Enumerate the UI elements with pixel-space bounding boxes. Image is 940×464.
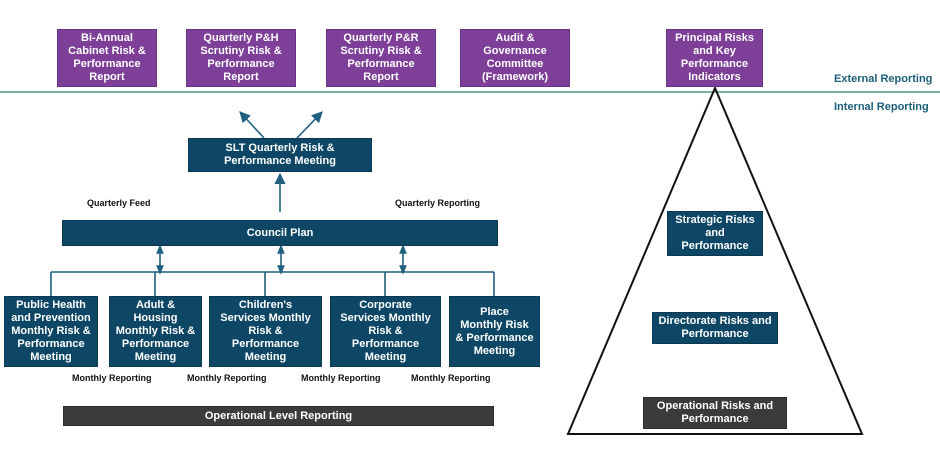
audit-governance-box: Audit & Governance Committee (Framework) (460, 29, 570, 87)
cabinet-risk-report-box: Bi-Annual Cabinet Risk & Performance Rep… (57, 29, 157, 87)
ph-scrutiny-report-box: Quarterly P&H Scrutiny Risk & Performanc… (186, 29, 296, 87)
place-meeting-box: Place Monthly Risk & Performance Meeting (449, 296, 540, 367)
risk-pyramid (566, 85, 864, 435)
monthly-reporting-label: Monthly Reporting (72, 373, 152, 383)
slt-arrow-right (296, 111, 323, 139)
quarterly-feed-label: Quarterly Feed (87, 198, 151, 208)
pr-scrutiny-report-box: Quarterly P&R Scrutiny Risk & Performanc… (326, 29, 436, 87)
slt-arrow-left (239, 111, 265, 139)
internal-reporting-label: Internal Reporting (834, 101, 929, 113)
monthly-reporting-label: Monthly Reporting (411, 373, 491, 383)
strategic-risks-box: Strategic Risks and Performance (667, 211, 763, 256)
quarterly-reporting-label: Quarterly Reporting (395, 198, 481, 208)
childrens-services-meeting-box: Children's Services Monthly Risk & Perfo… (209, 296, 322, 367)
directorate-risks-box: Directorate Risks and Performance (652, 312, 778, 344)
public-health-meeting-box: Public Health and Prevention Monthly Ris… (4, 296, 98, 367)
operational-risks-box: Operational Risks and Performance (643, 397, 787, 429)
slt-meeting-box: SLT Quarterly Risk & Performance Meeting (188, 138, 372, 172)
external-reporting-label: External Reporting (834, 73, 933, 85)
corporate-services-meeting-box: Corporate Services Monthly Risk & Perfor… (330, 296, 441, 367)
principal-risks-kpi-box: Principal Risks and Key Performance Indi… (666, 29, 763, 87)
operational-level-bar: Operational Level Reporting (63, 406, 494, 426)
monthly-reporting-label: Monthly Reporting (187, 373, 267, 383)
council-plan-bar: Council Plan (62, 220, 498, 246)
adult-housing-meeting-box: Adult & Housing Monthly Risk & Performan… (109, 296, 202, 367)
monthly-reporting-label: Monthly Reporting (301, 373, 381, 383)
